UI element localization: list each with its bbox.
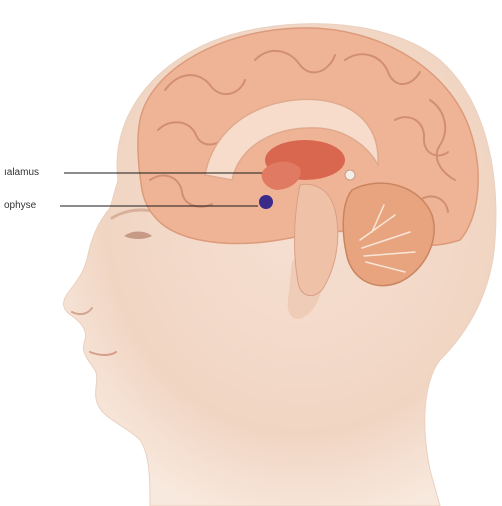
pituitary-gland bbox=[259, 195, 273, 209]
hypophyse-label: ophyse bbox=[4, 200, 36, 212]
hypothalamus-label: ıalamus bbox=[4, 167, 39, 179]
pineal-gland bbox=[345, 170, 355, 180]
